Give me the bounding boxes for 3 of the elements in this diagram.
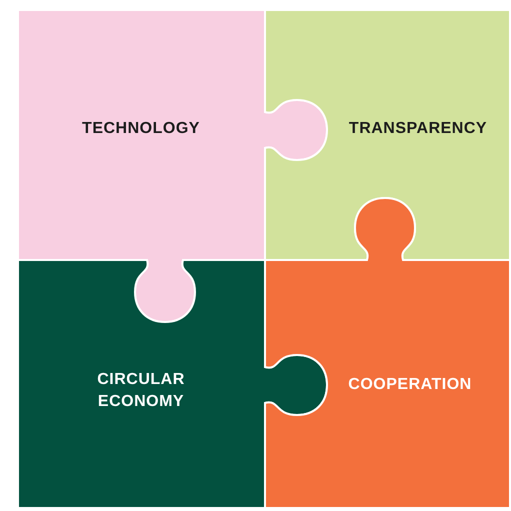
piece-label: COOPERATION xyxy=(347,375,473,395)
piece-label: TECHNOLOGY xyxy=(81,119,201,139)
piece-label: CIRCULAR ECONOMY xyxy=(96,370,186,412)
